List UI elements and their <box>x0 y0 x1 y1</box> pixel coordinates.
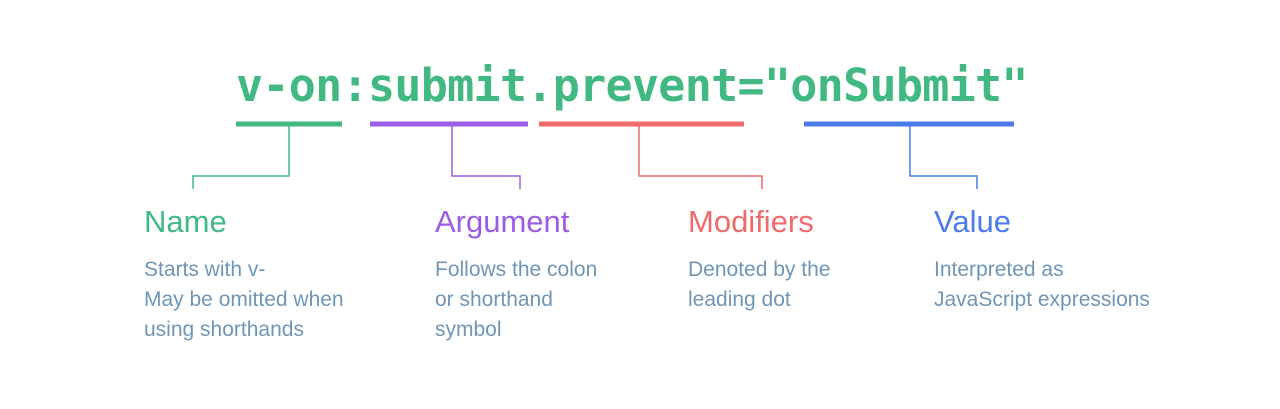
code-value: onSubmit <box>790 59 1002 112</box>
value-description-line: Interpreted as <box>934 258 1064 281</box>
argument-title: Argument <box>435 204 570 239</box>
code-close-quote: " <box>1001 59 1028 112</box>
argument-section: Argument Follows the colon or shorthand … <box>435 202 597 345</box>
argument-description: Follows the colon or shorthand symbol <box>435 255 597 345</box>
code-equals-quote: =" <box>737 59 791 112</box>
modifiers-description-line: Denoted by the <box>688 258 831 281</box>
name-description-line: using shorthands <box>144 318 304 341</box>
modifiers-title: Modifiers <box>688 204 814 239</box>
directive-code: v-on:submit.prevent="onSubmit" <box>236 56 1029 116</box>
argument-description-line: Follows the colon <box>435 258 598 281</box>
modifiers-description: Denoted by the leading dot <box>688 255 830 315</box>
modifiers-connector <box>638 126 763 189</box>
code-directive-name: v-on <box>236 59 342 112</box>
argument-description-line: symbol <box>435 318 502 341</box>
name-section: Name Starts with v- May be omitted when … <box>144 202 344 345</box>
value-section: Value Interpreted as JavaScript expressi… <box>934 202 1150 315</box>
modifiers-description-line: leading dot <box>688 288 791 311</box>
name-description-line: Starts with v- <box>144 258 266 281</box>
code-argument: submit <box>367 59 527 112</box>
name-description: Starts with v- May be omitted when using… <box>144 255 344 345</box>
value-title: Value <box>934 204 1011 239</box>
name-description-line: May be omitted when <box>144 288 344 311</box>
name-title: Name <box>144 204 227 239</box>
name-connector <box>192 126 290 189</box>
value-connector <box>909 126 978 189</box>
code-colon: : <box>341 59 369 112</box>
modifiers-section: Modifiers Denoted by the leading dot <box>688 202 830 315</box>
value-description-line: JavaScript expressions <box>934 288 1150 311</box>
argument-connector <box>451 126 521 189</box>
argument-description-line: or shorthand <box>435 288 553 311</box>
code-modifier: .prevent <box>526 59 738 112</box>
value-description: Interpreted as JavaScript expressions <box>934 255 1150 315</box>
